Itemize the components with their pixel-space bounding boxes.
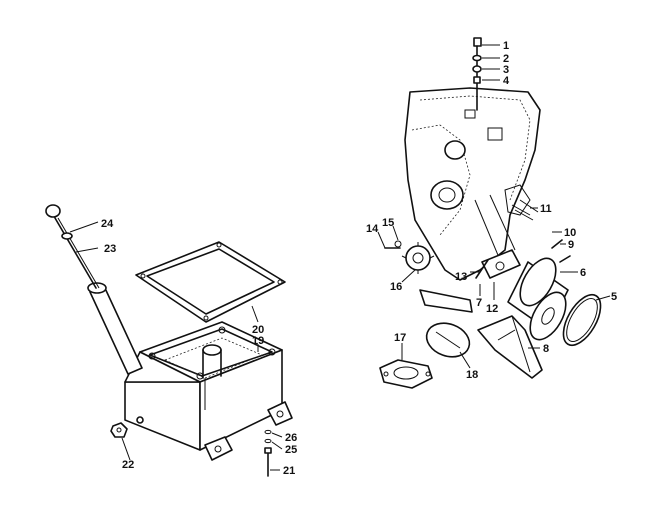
callout-23: 23 [104,243,116,255]
callout-22: 22 [122,459,134,471]
top-bolt-stack [472,37,482,111]
callout-11: 11 [540,203,552,215]
crankcase [404,87,541,281]
callout-3: 3 [503,64,509,76]
callout-19: 19 [252,335,264,347]
dipstick [45,204,100,289]
filter-adapter [475,249,521,279]
sump-housing [124,321,293,461]
callout-14: 14 [366,223,379,235]
callout-20: 20 [252,324,264,336]
drain-plug [110,422,128,438]
callout-18: 18 [466,369,478,381]
oil-filter [507,257,569,341]
filter-o-ring [562,293,602,347]
callout-9: 9 [568,239,574,251]
cover-plate [379,359,433,389]
callout-5: 5 [611,291,617,303]
callout-21: 21 [283,465,295,477]
callout-13: 13 [455,271,467,283]
callout-leaders [69,44,611,471]
callout-16: 16 [390,281,402,293]
callout-25: 25 [285,444,297,456]
callout-15: 15 [382,217,394,229]
callout-2: 2 [503,53,509,65]
dipstick-tube [87,282,143,375]
callout-8: 8 [543,343,549,355]
callout-24: 24 [101,218,114,230]
callout-4: 4 [503,75,510,87]
callout-labels: 1 2 3 4 5 6 7 8 9 10 11 12 13 14 15 16 1… [101,40,617,477]
oil-pump-gear [384,240,435,274]
callout-17: 17 [394,332,406,344]
callout-1: 1 [503,40,509,52]
small-bolts [511,199,571,263]
sump-bolt [264,429,272,477]
oil-tube-shield [419,289,473,358]
gasket [135,241,286,323]
callout-10: 10 [564,227,576,239]
callout-6: 6 [580,267,586,279]
callout-26: 26 [285,432,297,444]
oil-pickup-strainer [477,315,543,379]
callout-7: 7 [476,297,482,309]
callout-12: 12 [486,303,498,315]
